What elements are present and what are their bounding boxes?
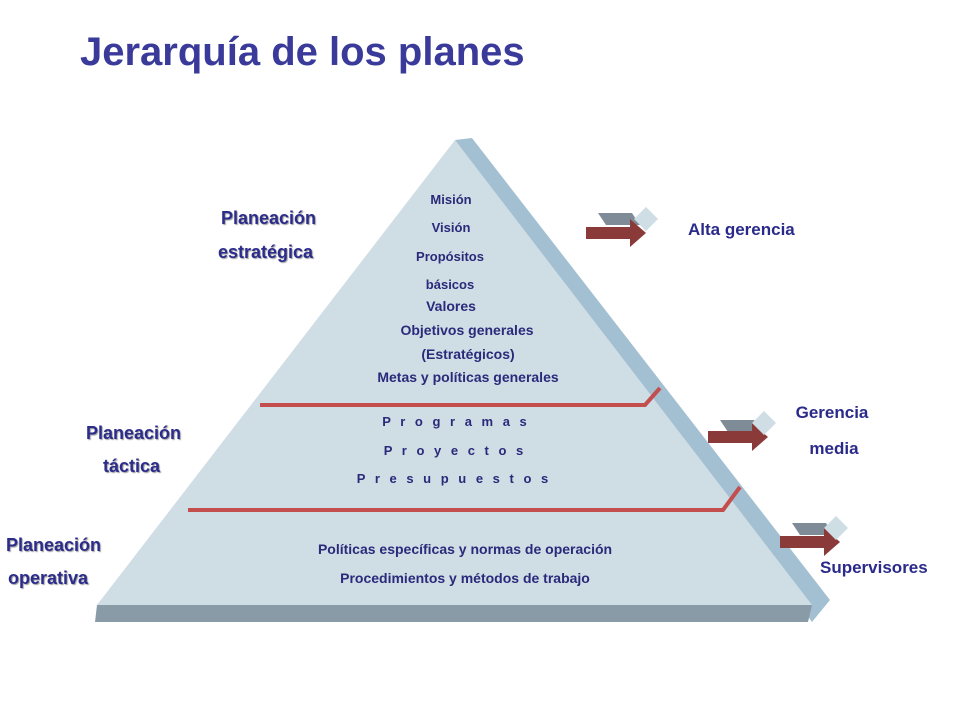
pyramid-front-face (97, 140, 812, 605)
label-strategic-line2: estratégica (218, 242, 314, 262)
label-gerencia: Gerencia (795, 403, 869, 422)
item-programas: P r o g r a m a s (382, 414, 530, 429)
item-propositos: Propósitos (416, 249, 484, 264)
item-presupuestos: P r e s u p u e s t o s (356, 471, 552, 486)
label-media: media (809, 439, 859, 458)
item-mision: Misión (430, 192, 472, 207)
pyramid-side-face (455, 138, 830, 622)
item-proyectos: P r o y e c t o s (383, 443, 527, 458)
label-alta-gerencia: Alta gerencia (688, 220, 795, 239)
label-tactical-line2: táctica (103, 456, 161, 476)
label-supervisores: Supervisores (820, 558, 928, 577)
page-title: Jerarquía de los planes (80, 30, 525, 74)
arrow-icon-middle (708, 411, 776, 451)
arrow-icon-top (586, 207, 658, 247)
item-metas-politicas: Metas y políticas generales (377, 369, 559, 385)
label-operative-line2: operativa (8, 568, 89, 588)
arrow-icon-bottom (780, 516, 848, 556)
divider-tactical-operative (188, 485, 742, 512)
item-objetivos-generales: Objetivos generales (400, 322, 534, 338)
item-valores: Valores (426, 298, 476, 314)
label-operative-line1: Planeación (6, 535, 102, 555)
item-procedimientos: Procedimientos y métodos de trabajo (340, 570, 590, 586)
item-basicos: básicos (425, 277, 475, 292)
pyramid-base (95, 605, 812, 622)
divider-strategic-tactical (260, 386, 662, 407)
item-estrategicos: (Estratégicos) (421, 346, 515, 362)
item-politicas-especificas: Políticas específicas y normas de operac… (317, 541, 613, 557)
label-tactical-line1: Planeación (86, 423, 182, 443)
label-strategic-line1: Planeación (221, 208, 317, 228)
item-vision: Visión (431, 220, 471, 235)
